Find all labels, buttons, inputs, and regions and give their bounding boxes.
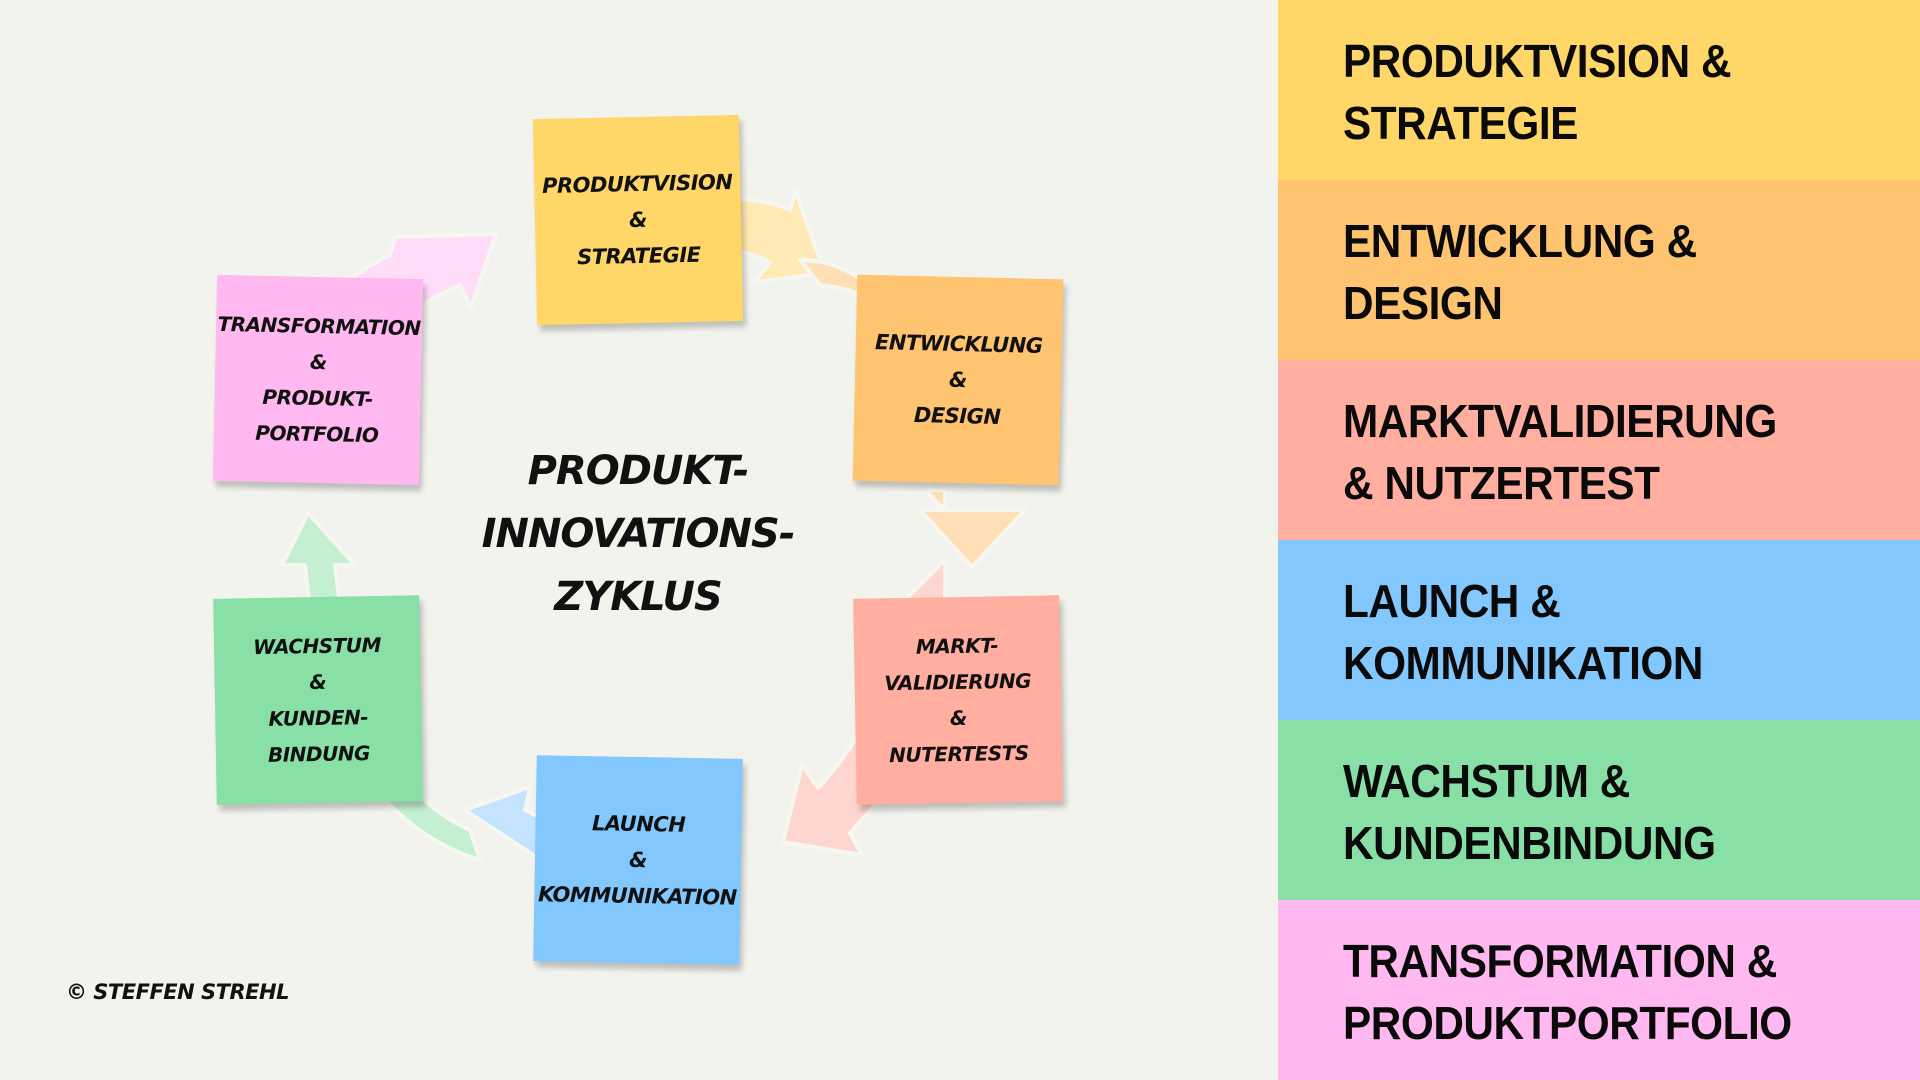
legend-line: PRODUKTPORTFOLIO <box>1343 997 1792 1049</box>
title-line: PRODUKT- <box>527 448 750 494</box>
legend-label: TRANSFORMATION & PRODUKTPORTFOLIO <box>1343 930 1874 1054</box>
note-line: MARKT- <box>915 633 999 659</box>
legend-line: STRATEGIE <box>1343 97 1578 149</box>
legend-band-launch: LAUNCH & KOMMUNIKATION <box>1278 540 1920 720</box>
diagram-title: PRODUKT- INNOVATIONS- ZYKLUS <box>478 440 798 629</box>
note-line: BINDUNG <box>267 741 371 767</box>
legend-line: & NUTZERTEST <box>1343 457 1660 509</box>
legend-panel: PRODUKTVISION & STRATEGIE ENTWICKLUNG & … <box>1278 0 1920 1080</box>
note-line: & <box>949 705 967 731</box>
legend-label: WACHSTUM & KUNDENBINDUNG <box>1343 750 1874 874</box>
note-line: & <box>628 847 648 873</box>
note-line: KUNDEN- <box>268 705 369 731</box>
legend-line: MARKTVALIDIERUNG <box>1343 395 1777 447</box>
legend-label: MARKTVALIDIERUNG & NUTZERTEST <box>1343 390 1874 514</box>
note-marktvalidierung: MARKT- VALIDIERUNG & NUTERTESTS <box>853 595 1063 805</box>
note-line: LAUNCH <box>591 811 686 837</box>
note-line: STRATEGIE <box>576 242 701 270</box>
legend-label: ENTWICKLUNG & DESIGN <box>1343 210 1874 334</box>
note-transformation: TRANSFORMATION & PRODUKT- PORTFOLIO <box>212 274 424 486</box>
note-produktvision: PRODUKTVISION & STRATEGIE <box>532 114 744 326</box>
title-line: INNOVATIONS- <box>481 511 796 557</box>
note-line: & <box>948 367 968 393</box>
legend-line: KOMMUNIKATION <box>1343 637 1703 689</box>
legend-label: PRODUKTVISION & STRATEGIE <box>1343 30 1874 154</box>
note-line: KOMMUNIKATION <box>537 882 737 910</box>
note-line: PRODUKTVISION <box>541 170 733 198</box>
legend-label: LAUNCH & KOMMUNIKATION <box>1343 570 1874 694</box>
note-line: & <box>628 207 648 233</box>
legend-line: TRANSFORMATION & <box>1343 935 1777 987</box>
legend-line: LAUNCH & <box>1343 575 1561 627</box>
note-line: TRANSFORMATION <box>217 311 421 341</box>
legend-band-produktvision: PRODUKTVISION & STRATEGIE <box>1278 0 1920 180</box>
legend-line: WACHSTUM & <box>1343 755 1630 807</box>
note-line: PRODUKT- <box>262 384 374 412</box>
note-line: NUTERTESTS <box>888 740 1029 768</box>
legend-band-wachstum: WACHSTUM & KUNDENBINDUNG <box>1278 720 1920 900</box>
legend-line: KUNDENBINDUNG <box>1343 817 1716 869</box>
legend-line: PRODUKTVISION & <box>1343 35 1732 87</box>
note-line: VALIDIERUNG <box>884 668 1032 696</box>
legend-band-entwicklung: ENTWICKLUNG & DESIGN <box>1278 180 1920 360</box>
title-line: ZYKLUS <box>554 574 723 620</box>
note-wachstum: WACHSTUM & KUNDEN- BINDUNG <box>213 595 423 805</box>
note-entwicklung: ENTWICKLUNG & DESIGN <box>852 274 1064 486</box>
note-line: PORTFOLIO <box>255 420 379 448</box>
note-line: & <box>309 349 328 375</box>
arrow-orange-to-salmon <box>798 258 1027 569</box>
legend-line: ENTWICKLUNG & <box>1343 215 1697 267</box>
legend-band-marktvalidierung: MARKTVALIDIERUNG & NUTZERTEST <box>1278 360 1920 540</box>
legend-band-transformation: TRANSFORMATION & PRODUKTPORTFOLIO <box>1278 900 1920 1080</box>
legend-line: DESIGN <box>1343 277 1503 329</box>
note-line: WACHSTUM <box>252 632 382 660</box>
note-line: & <box>308 669 327 695</box>
note-line: DESIGN <box>913 403 1001 429</box>
note-line: ENTWICKLUNG <box>874 330 1043 358</box>
note-launch: LAUNCH & KOMMUNIKATION <box>533 755 743 965</box>
diagram-canvas: PRODUKTVISION & STRATEGIE ENTWICKLUNG & … <box>66 114 1064 1004</box>
copyright-label: © STEFFEN STREHL <box>66 980 289 1004</box>
